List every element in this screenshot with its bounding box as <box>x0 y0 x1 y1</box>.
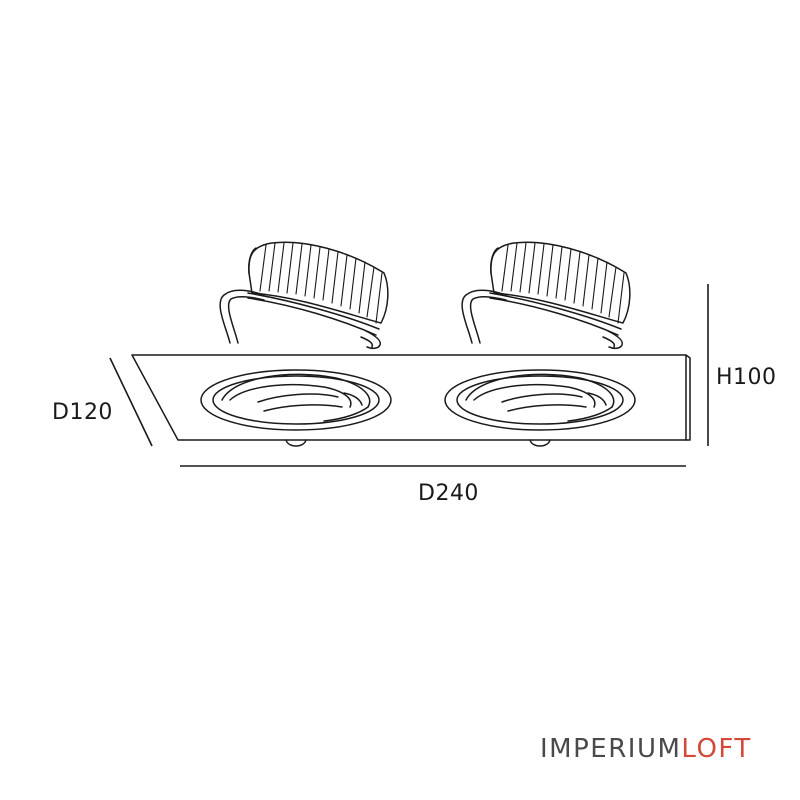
fixture-right-trim <box>444 369 636 447</box>
brand-name-part2: LOFT <box>681 734 752 764</box>
fixture-left-trim <box>200 369 392 447</box>
depth-dimension-line <box>109 357 153 447</box>
depth-dimension-label: D120 <box>52 400 113 425</box>
brand-logo: IMPERIUMLOFT <box>540 736 752 762</box>
brand-name-part1: IMPERIUM <box>540 734 682 764</box>
height-dimension-label: H100 <box>716 365 777 390</box>
width-dimension-label: D240 <box>418 481 479 506</box>
